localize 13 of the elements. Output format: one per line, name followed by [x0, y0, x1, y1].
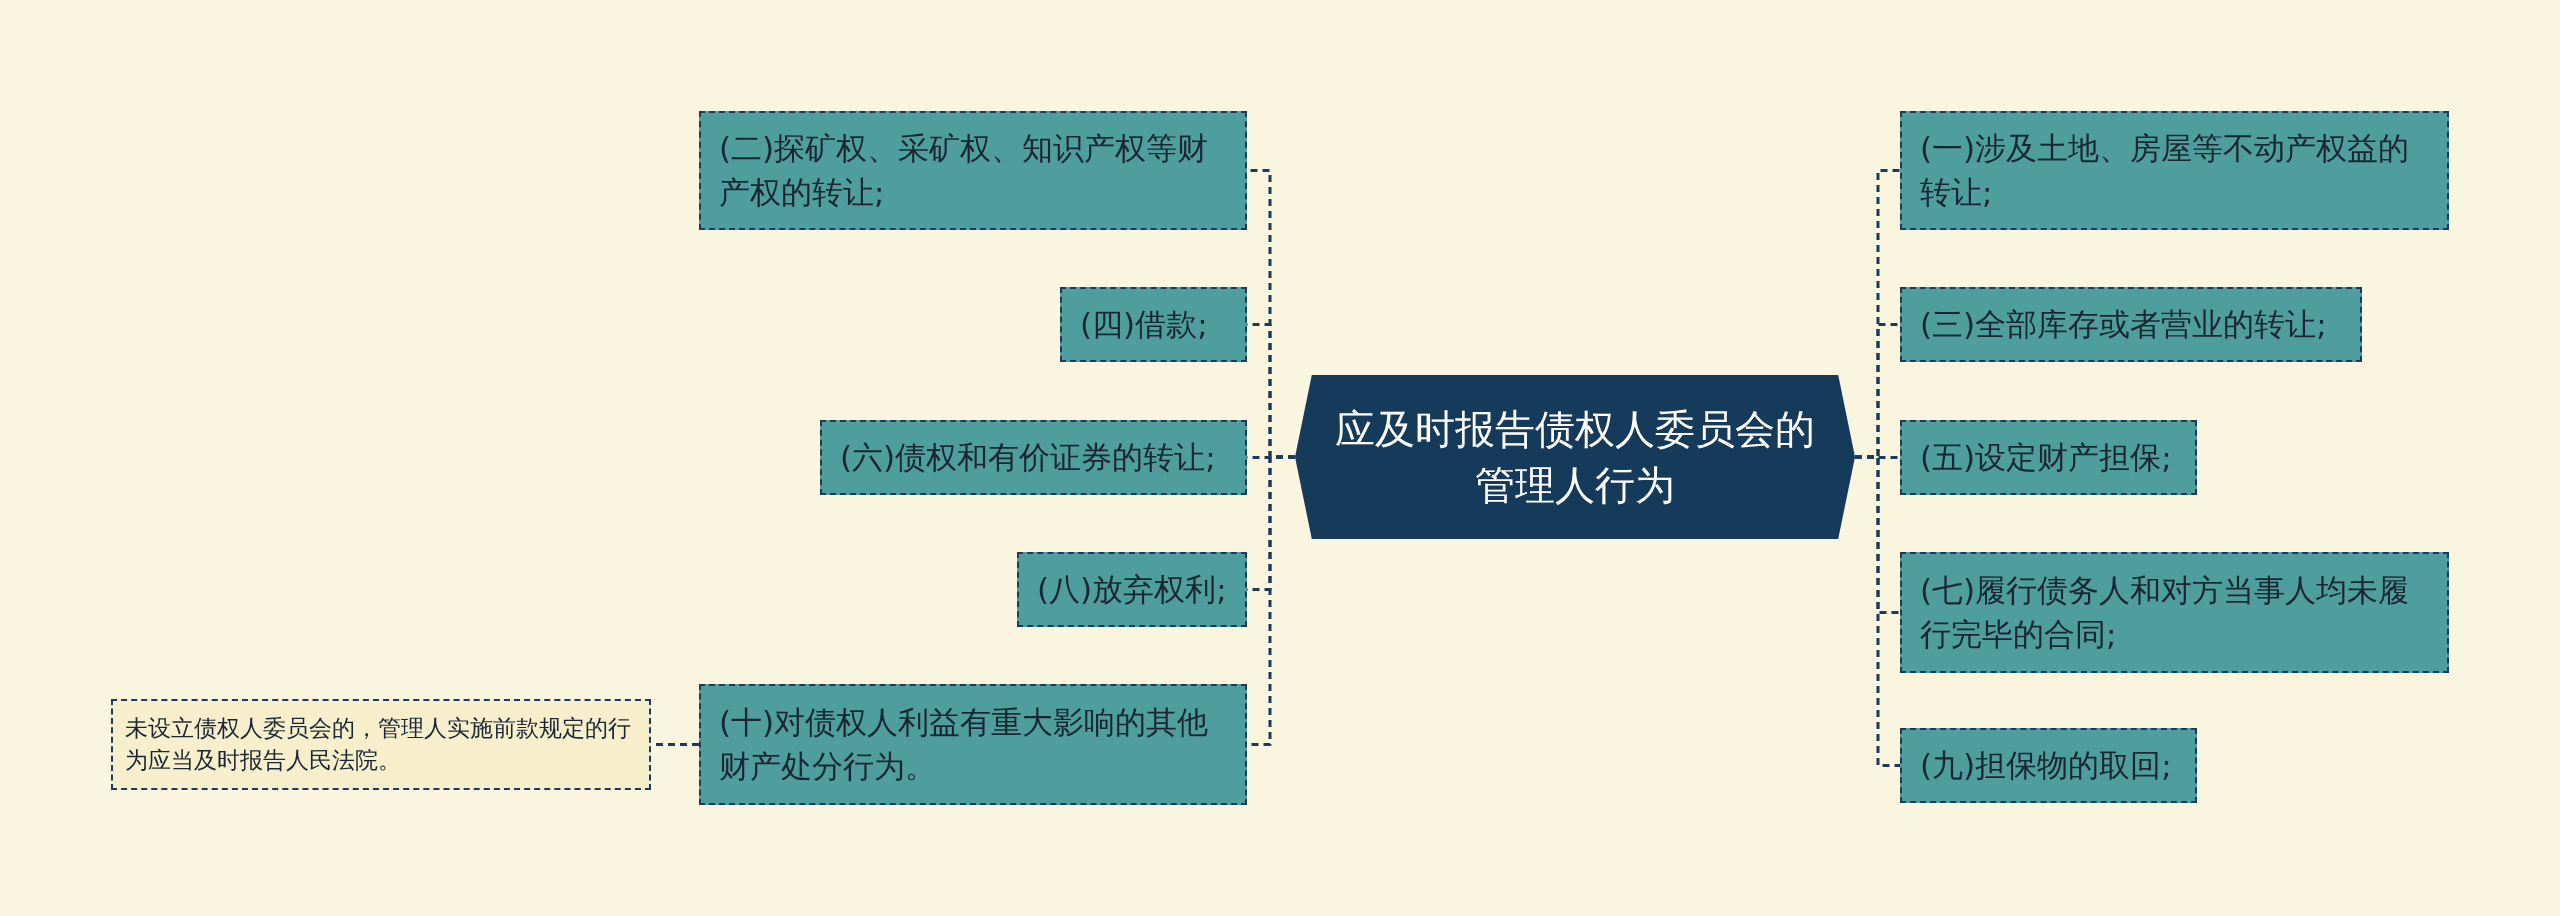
topic-box: (一)涉及土地、房屋等不动产权益的转让;	[1900, 111, 2449, 230]
topic-box: (十)对债权人利益有重大影响的其他财产处分行为。	[699, 684, 1247, 805]
central-topic-hexagon: 应及时报告债权人委员会的管理人行为	[1295, 375, 1855, 539]
topic-box: (五)设定财产担保;	[1900, 420, 2197, 495]
topic-box: (九)担保物的取回;	[1900, 728, 2197, 803]
connector-line	[1855, 455, 1900, 767]
note-box: 未设立债权人委员会的，管理人实施前款规定的行为应当及时报告人民法院。	[111, 699, 651, 790]
topic-box: (六)债权和有价证券的转让;	[820, 420, 1247, 495]
topic-box: (七)履行债务人和对方当事人均未履行完毕的合同;	[1900, 552, 2449, 673]
topic-box: (三)全部库存或者营业的转让;	[1900, 287, 2362, 362]
topic-box: (二)探矿权、采矿权、知识产权等财产权的转让;	[699, 111, 1247, 230]
topic-box: (四)借款;	[1060, 287, 1247, 362]
topic-box: (八)放弃权利;	[1017, 552, 1247, 627]
